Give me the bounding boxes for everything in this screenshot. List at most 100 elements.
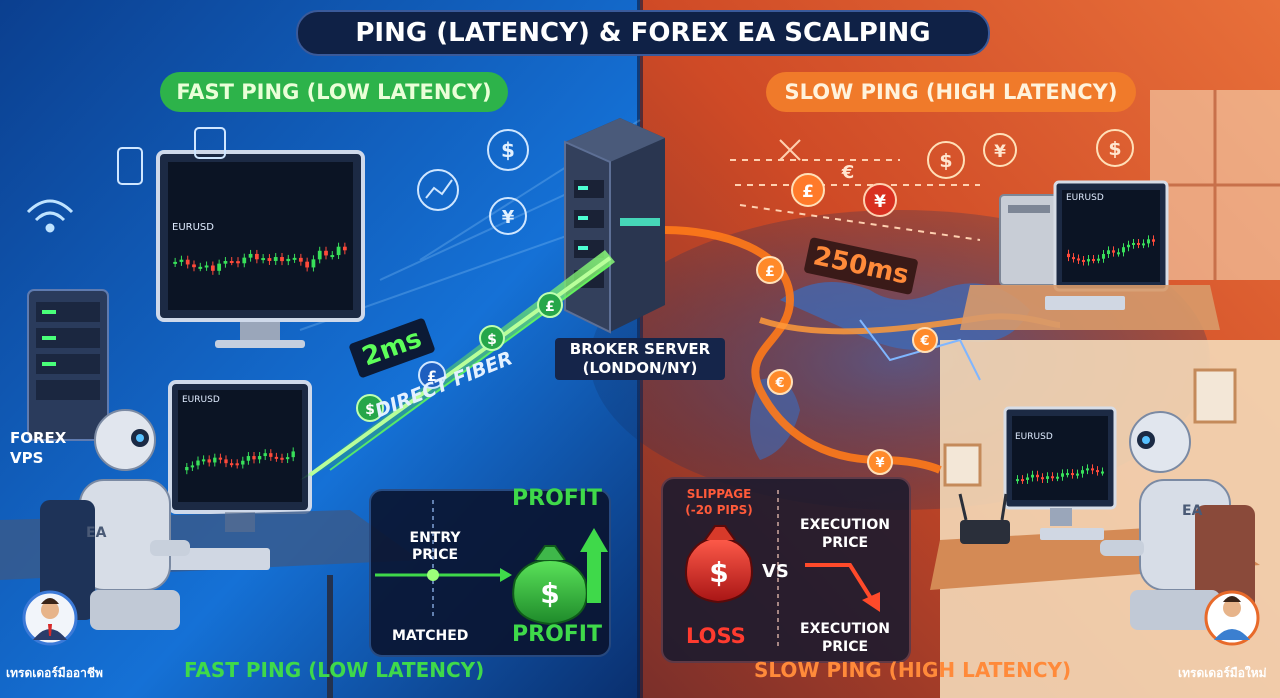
candle-body <box>224 459 228 464</box>
yen-coin-icon: ¥ <box>863 183 897 217</box>
slippage-label: SLIPPAGE (-20 PIPS) <box>685 487 753 517</box>
svg-text:¥: ¥ <box>875 456 884 471</box>
candle-body <box>217 263 222 271</box>
yen-coin-icon: ¥ <box>983 133 1017 167</box>
candle-body <box>1076 473 1079 476</box>
candle-body <box>1127 244 1130 248</box>
yen-coin-icon: ¥ <box>489 197 527 235</box>
euro-coin-icon: € <box>912 327 938 353</box>
candlestick-chart-top-right <box>1067 235 1155 266</box>
candle-body <box>311 259 316 268</box>
main-title: PING (LATENCY) & FOREX EA SCALPING <box>296 10 990 56</box>
svg-text:$: $ <box>540 577 559 610</box>
candle-body <box>324 250 328 256</box>
candle-body <box>190 465 195 468</box>
candle-body <box>305 261 310 268</box>
candle-body <box>185 259 190 265</box>
candle-body <box>342 246 347 251</box>
vps-label: FOREX VPS <box>10 429 67 467</box>
loss-label: LOSS <box>686 624 746 648</box>
candle-body <box>241 460 245 465</box>
candle-body <box>1102 254 1105 259</box>
candle-body <box>317 250 322 260</box>
candle-body <box>248 253 253 258</box>
candle-body <box>229 463 234 466</box>
candle-body <box>1072 257 1075 260</box>
matched-label: MATCHED <box>392 628 469 644</box>
monitor-bottom-left-label: EURUSD <box>182 395 220 405</box>
svg-text:£: £ <box>545 299 555 315</box>
candle-body <box>207 459 211 463</box>
candle-body <box>1132 242 1135 245</box>
svg-text:£: £ <box>765 264 775 280</box>
candle-body <box>291 451 295 458</box>
candle-body <box>185 467 189 471</box>
profit-panel: $ <box>369 489 611 657</box>
svg-text:€: € <box>841 162 855 183</box>
left-robot <box>40 409 190 630</box>
new-trader-avatar <box>1204 590 1260 646</box>
svg-text:$: $ <box>939 150 952 172</box>
candle-body <box>1091 468 1094 471</box>
candle-body <box>286 258 291 262</box>
svg-text:¥: ¥ <box>502 207 515 228</box>
candle-body <box>198 266 203 269</box>
euro-coin-icon: € <box>841 162 855 183</box>
pc-tower <box>999 194 1059 286</box>
candle-body <box>204 265 209 268</box>
vps-server-rack <box>27 289 109 441</box>
candle-body <box>213 457 217 463</box>
candlestick-chart-top-left <box>173 242 347 275</box>
monitor-bottom-right <box>1003 406 1117 526</box>
execution-price-top: EXECUTION PRICE <box>800 517 890 551</box>
candle-body <box>1117 252 1120 255</box>
candle-body <box>236 261 240 264</box>
candle-body <box>274 456 279 459</box>
dollar-coin-icon: $ <box>927 141 965 179</box>
dollar-coin-icon: $ <box>1096 129 1134 167</box>
monitor-top-right-label: EURUSD <box>1066 193 1104 203</box>
pro-trader-caption: เทรดเดอร์มืออาชีพ <box>6 666 103 680</box>
candle-body <box>285 457 290 460</box>
candle-body <box>1152 239 1155 242</box>
monitor-top-left-label: EURUSD <box>172 222 214 233</box>
signal-icons <box>117 127 459 211</box>
candle-body <box>1061 473 1064 477</box>
monitor-bottom-left <box>168 380 312 532</box>
euro-coin-icon: € <box>767 369 793 395</box>
candle-body <box>298 257 303 262</box>
candle-body <box>192 264 196 268</box>
svg-text:€: € <box>774 376 784 391</box>
candle-body <box>223 261 228 264</box>
pound-coin-icon: £ <box>756 256 784 284</box>
candle-body <box>1036 474 1039 478</box>
candle-body <box>273 257 278 261</box>
wall-picture <box>1193 368 1237 424</box>
fast-ping-heading: FAST PING (LOW LATENCY) <box>160 72 508 112</box>
dollar-coin-icon: $ <box>487 129 529 171</box>
candle-body <box>196 460 200 466</box>
candle-body <box>201 459 206 462</box>
wall-picture <box>943 443 982 487</box>
candle-body <box>1082 259 1085 262</box>
right-robot-label: EA <box>1182 503 1203 519</box>
candlestick-chart-bottom-right <box>1016 464 1104 484</box>
svg-text:$: $ <box>709 556 728 589</box>
candle-body <box>1081 470 1084 474</box>
svg-text:£: £ <box>427 369 437 385</box>
candle-body <box>252 456 256 460</box>
candle-body <box>179 259 184 262</box>
entry-price-label: ENTRY PRICE <box>409 530 461 563</box>
yen-coin-icon: ¥ <box>867 449 893 475</box>
right-robot <box>1100 411 1255 630</box>
candle-body <box>330 255 335 258</box>
left-robot-label: EA <box>86 525 107 541</box>
candle-body <box>1026 477 1029 480</box>
candle-body <box>1021 479 1024 482</box>
candle-body <box>1101 471 1104 474</box>
candle-body <box>1092 259 1095 262</box>
candle-body <box>257 456 262 460</box>
slow-ping-footer: SLOW PING (HIGH LATENCY) <box>754 658 1072 682</box>
candle-body <box>280 257 284 262</box>
